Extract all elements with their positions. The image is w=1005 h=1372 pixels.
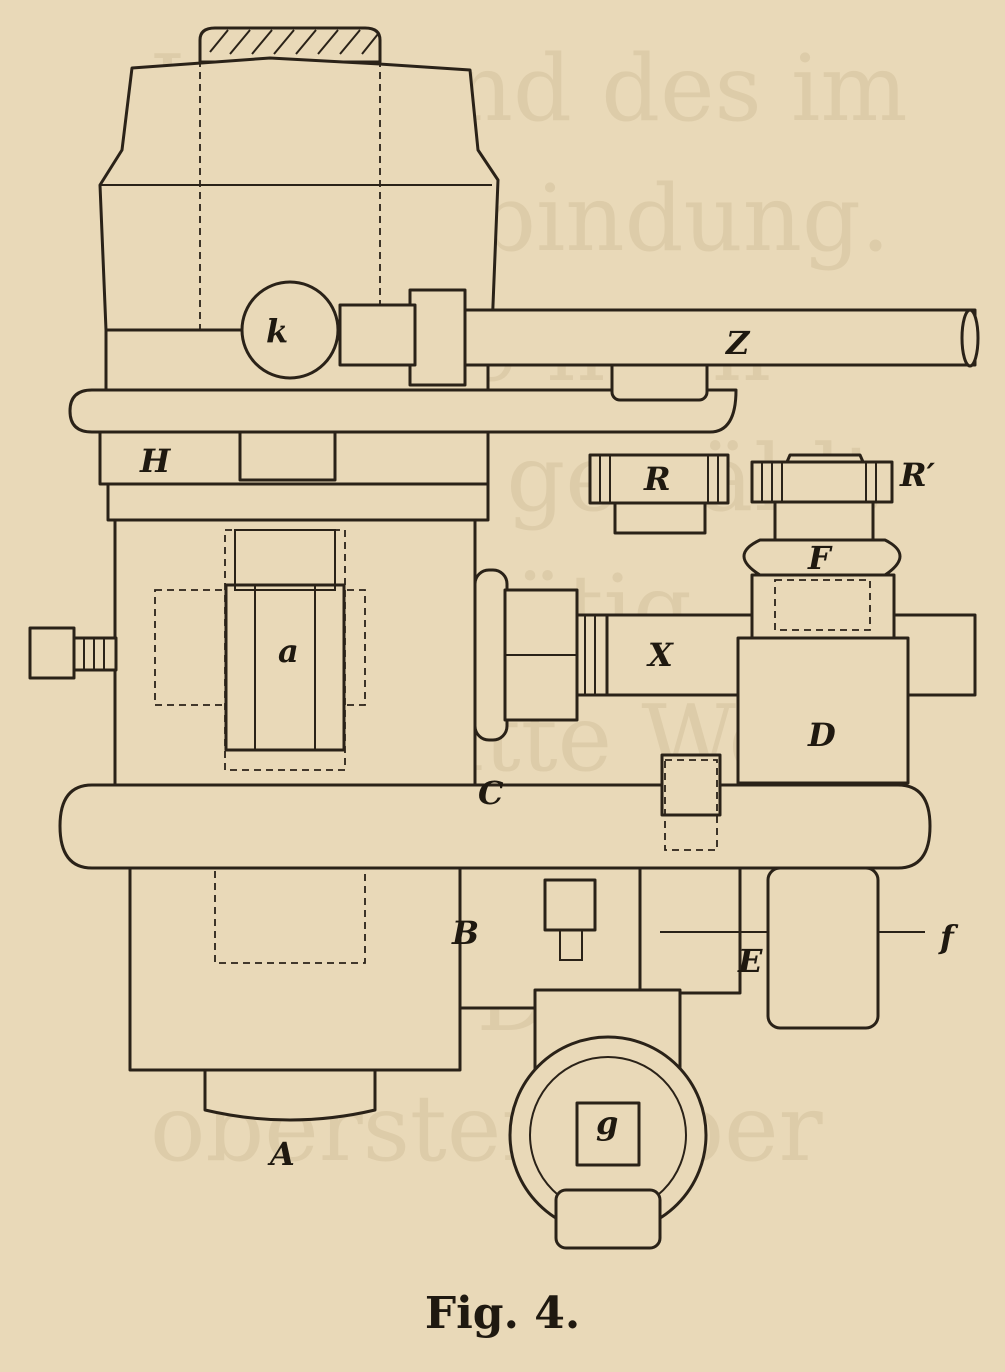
label-E: E xyxy=(737,942,763,980)
upper-housing xyxy=(98,56,500,332)
label-X: X xyxy=(646,636,674,674)
label-B: B xyxy=(451,914,479,952)
label-D: D xyxy=(807,716,836,754)
flange-C xyxy=(58,753,932,870)
column-D xyxy=(736,453,910,785)
figure-caption: Fig. 4. xyxy=(424,1288,581,1339)
label-H: H xyxy=(139,442,172,480)
label-g: g xyxy=(596,1104,618,1142)
label-A: A xyxy=(267,1135,295,1173)
label-R-prime: R′ xyxy=(899,456,936,494)
lever-Z xyxy=(238,280,980,482)
left-plug xyxy=(28,626,118,680)
label-k: k xyxy=(266,312,288,350)
label-a: a xyxy=(278,632,299,670)
part-labels: k Z H R R′ F a X D C B E f g A xyxy=(139,312,959,1173)
label-Z: Z xyxy=(724,324,751,362)
main-body xyxy=(113,518,477,787)
top-shaft xyxy=(198,26,382,64)
label-C: C xyxy=(478,774,504,812)
label-R: R xyxy=(643,460,671,498)
label-f: f xyxy=(938,918,959,956)
lower-body xyxy=(128,866,925,1250)
label-F: F xyxy=(807,539,833,577)
